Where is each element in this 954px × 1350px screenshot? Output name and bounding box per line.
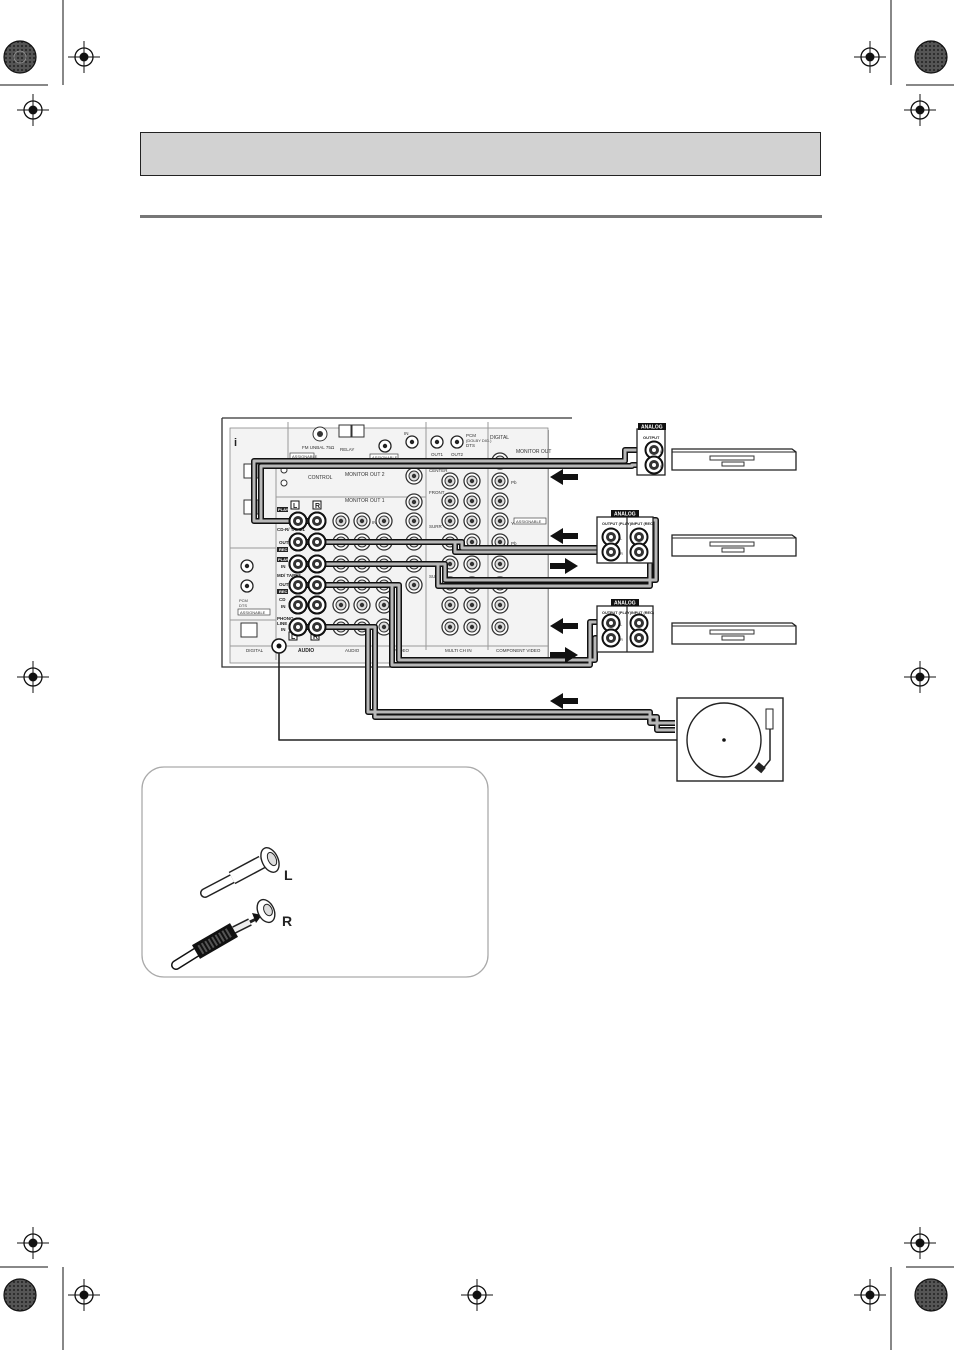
dts-left-label: DTS (239, 603, 247, 608)
phono-label: PHONO (277, 616, 294, 621)
device-2-l-label: L (620, 536, 623, 541)
monitor-out-1-label: MONITOR OUT 1 (345, 498, 385, 504)
device-1-analog-panel: ANALOG OUTPUT L R (636, 423, 666, 476)
channel-l-header: L (293, 503, 298, 510)
assignable-top-label: ASSIGNABLE (292, 454, 318, 459)
bottom-component-label: COMPONENT VIDEO (496, 648, 541, 653)
bottom-audio-label: AUDIO (345, 648, 360, 653)
assignable-left-label: ASSIGNABLE (240, 610, 266, 615)
channel-r-header: R (315, 503, 320, 510)
bottom-video-label: VIDEO (395, 648, 410, 653)
assignable-right-label: ASSIGNABLE (516, 519, 542, 524)
sub-label: SUB (429, 574, 438, 579)
fm-aerial-label: FM UNBAL 75Ω (302, 445, 335, 450)
md-in-label: IN (281, 564, 286, 569)
pb-label-1: Pb (511, 480, 517, 485)
cd-in-label: IN (281, 604, 286, 609)
device-3-analog-badge: ANALOG (614, 601, 636, 607)
control-label: CONTROL (308, 475, 333, 481)
bottom-audio-bold-label: AUDIO (298, 648, 314, 654)
dts-label: DTS (466, 443, 475, 448)
plug-inset: L R (141, 766, 489, 978)
device-1-r-label: R (660, 464, 663, 469)
monitor-out-label: MONITOR OUT (516, 449, 551, 455)
arrow-left-icon (550, 618, 578, 634)
rec-badge-1: REC (279, 547, 288, 552)
device-2-input-label: INPUT (REC) (631, 522, 655, 526)
arrow-left-icon (550, 693, 578, 709)
device-1-analog-badge: ANALOG (641, 425, 663, 431)
arrow-left-icon (550, 528, 578, 544)
digital-in-label: IN (404, 431, 409, 436)
digital-out2-label: OUT2 (451, 452, 463, 457)
device-2-analog-badge: ANALOG (614, 512, 636, 518)
digital-top-label: DIGITAL (490, 435, 509, 441)
plug-inserted-illustration (200, 847, 280, 898)
phono-in-label: IN (281, 627, 286, 632)
assignable-top-label-2: ASSIGNABLE (372, 455, 398, 460)
section-rule (140, 215, 822, 218)
play-badge-1: PLAY (278, 507, 289, 512)
md-out-label: OUT (279, 582, 289, 587)
digital-out1-label: OUT1 (431, 452, 443, 457)
device-3-unit (671, 622, 797, 645)
rec-badge-2: REC (279, 589, 288, 594)
device-3-output-label: OUTPUT (PLAY) (602, 611, 632, 615)
cdr-out-label: OUT (279, 540, 289, 545)
plug-approaching-illustration (171, 898, 276, 970)
device-2-analog-panel: ANALOG OUTPUT (PLAY) INPUT (REC) L R (596, 510, 655, 564)
line-label: LINE (277, 621, 287, 626)
y-label-1: Y (511, 521, 514, 526)
arrow-left-icon (550, 469, 578, 485)
md-tape-label: MD/ TAPE2 (277, 573, 301, 578)
inset-left-label: L (284, 867, 293, 883)
cd-label: CD (279, 597, 286, 602)
surr-label: SURR (429, 524, 443, 529)
front-label: FRONT (429, 490, 445, 495)
pb-label-2: Pb (511, 541, 517, 546)
device-2-output-label: OUTPUT (PLAY) (602, 522, 632, 526)
pcm-left-label: PCM (239, 598, 248, 603)
bottom-digital-label: DIGITAL (246, 648, 264, 653)
device-3-l-label: L (620, 622, 623, 627)
device-3-input-label: INPUT (REC) (631, 611, 655, 615)
video-in-label: IN (372, 520, 377, 525)
arrow-right-icon (550, 558, 578, 574)
channel-l-footer: L (291, 634, 296, 641)
device-1-unit (671, 448, 797, 471)
info-icon: i (234, 437, 237, 449)
monitor-out-2-label: MONITOR OUT 2 (345, 472, 385, 478)
bottom-multi-label: MULTI CH IN (445, 648, 472, 653)
dolby-label: (DOLBY DIG.) (466, 438, 492, 443)
relay-label: RELAY (340, 447, 354, 452)
device-2-r-label: R (620, 551, 623, 556)
device-3-analog-panel: ANALOG OUTPUT (PLAY) INPUT (REC) L R (596, 599, 655, 653)
turntable (676, 697, 784, 782)
cdr-tape-label: CD-R/ TAPE1 (277, 527, 305, 532)
pcm-label: PCM (466, 433, 476, 438)
device-1-l-label: L (660, 449, 663, 454)
channel-r-footer: R (313, 634, 318, 641)
inset-right-label: R (282, 913, 292, 929)
device-1-output-label: OUTPUT (643, 435, 660, 440)
play-badge-2: PLAY (278, 557, 289, 562)
center-label: CENTER (429, 468, 448, 473)
device-3-r-label: R (620, 637, 623, 642)
device-2-unit (671, 534, 797, 557)
section-header-band (140, 132, 821, 176)
